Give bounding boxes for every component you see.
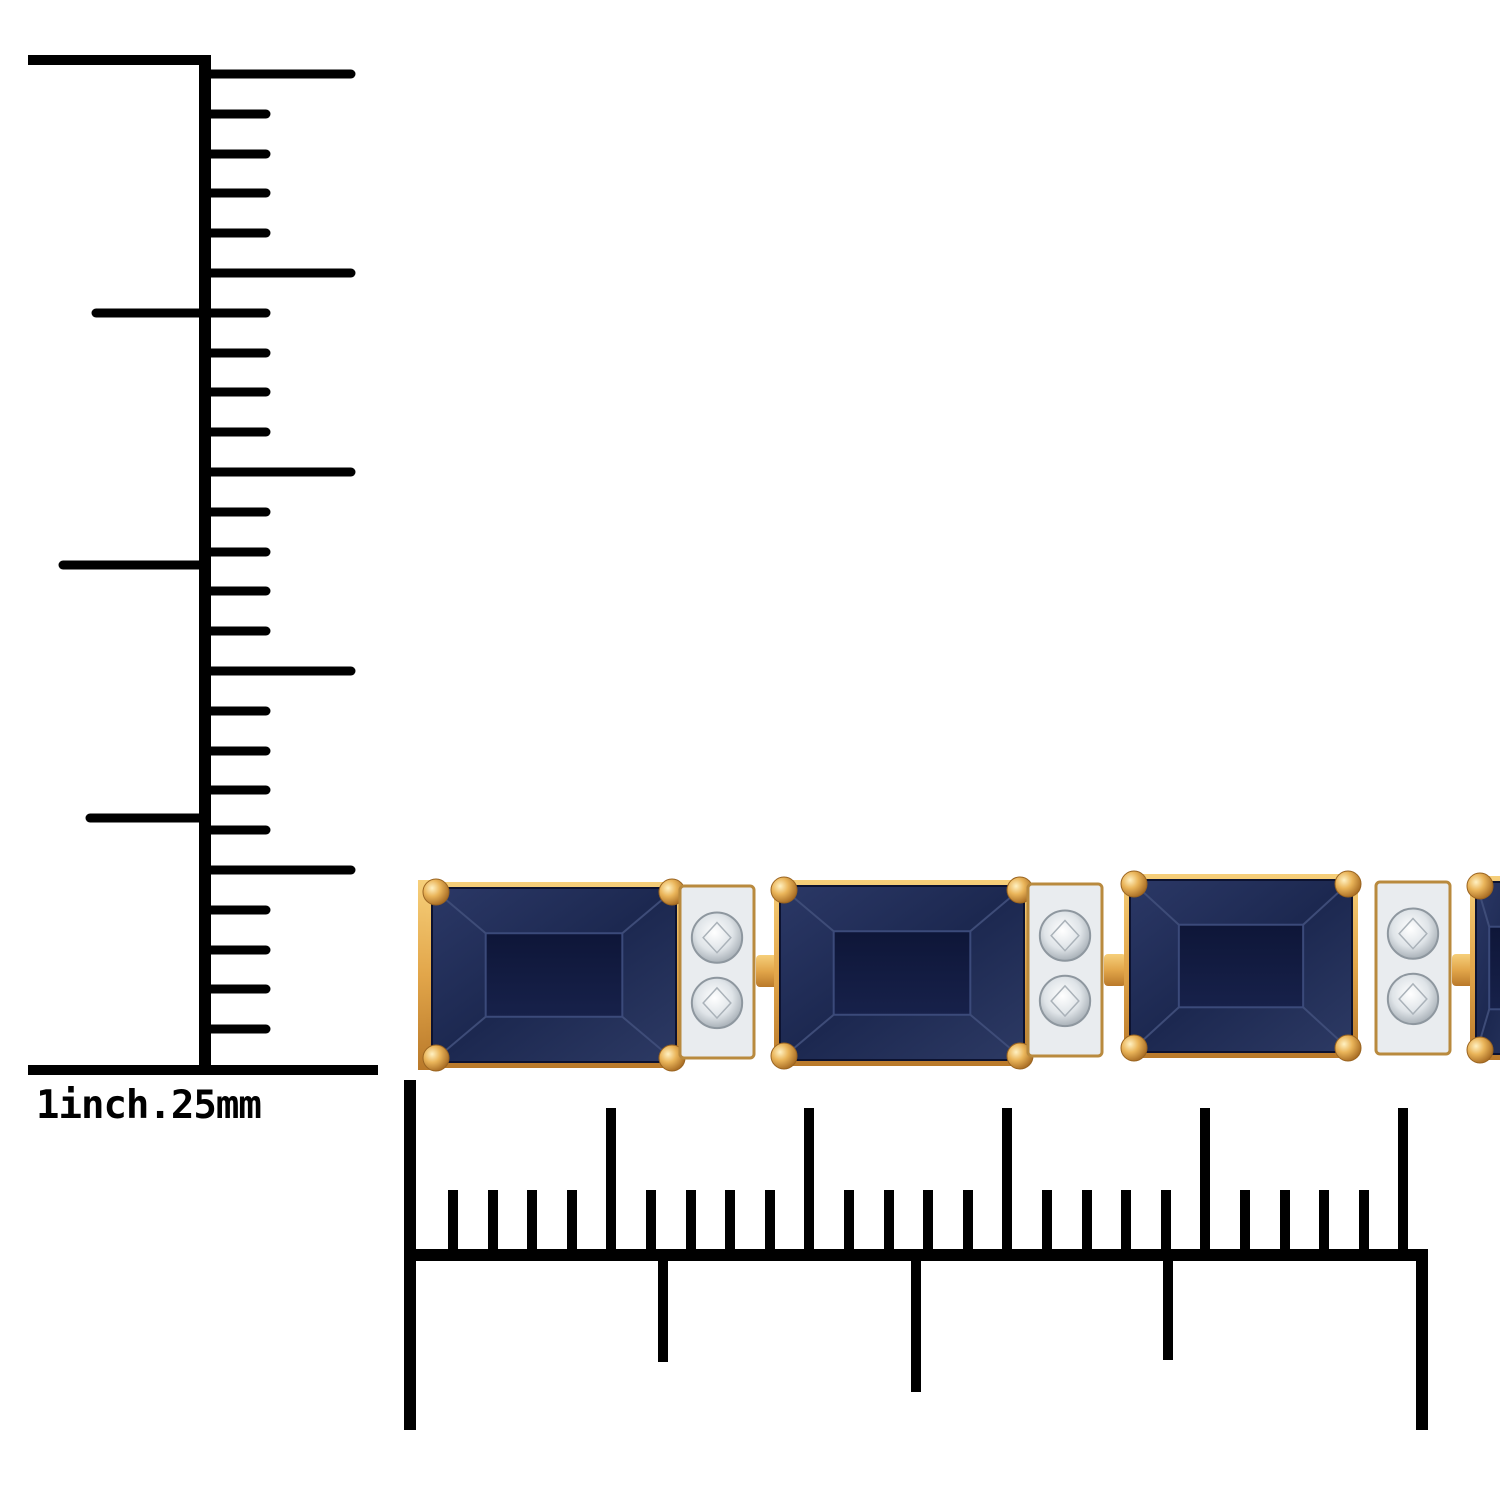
gold-link	[1104, 954, 1126, 986]
sapphire-stone	[774, 880, 1030, 1066]
vertical-ruler-icon	[28, 55, 378, 1075]
diamond-facet	[702, 921, 732, 954]
diamond-facet	[1398, 982, 1428, 1016]
diamond-stone	[1038, 974, 1092, 1028]
diamond-facet	[1050, 984, 1080, 1018]
diamond-stone	[690, 911, 744, 964]
gold-link	[756, 955, 778, 987]
diamond-bar	[678, 884, 756, 1060]
diamond-facet	[1050, 919, 1080, 952]
diamond-bar	[1026, 882, 1104, 1058]
bracelet-icon	[418, 870, 1500, 1072]
horizontal-ruler-icon	[404, 1080, 1428, 1430]
gold-prong	[422, 878, 450, 906]
gold-prong	[770, 1042, 798, 1070]
gold-prong	[1466, 872, 1494, 900]
gold-prong	[1334, 870, 1362, 898]
gold-prong	[770, 876, 798, 904]
gold-prong	[422, 1044, 450, 1072]
scale-label: 1inch.25mm	[36, 1083, 262, 1128]
gold-prong	[1120, 1034, 1148, 1062]
sapphire-table	[484, 932, 624, 1018]
gold-prong	[1334, 1034, 1362, 1062]
sapphire-table	[1177, 923, 1305, 1009]
gold-prong	[1466, 1036, 1494, 1064]
gold-prong	[1120, 870, 1148, 898]
diamond-stone	[690, 976, 744, 1030]
diamond-stone	[1386, 907, 1440, 960]
sapphire-table	[832, 930, 972, 1016]
gold-link	[1452, 954, 1474, 986]
sapphire-table	[1488, 925, 1500, 1011]
sapphire-stone	[426, 882, 682, 1068]
diamond-stone	[1038, 909, 1092, 962]
sapphire-stone	[1124, 874, 1358, 1058]
diamond-bar	[1374, 880, 1452, 1056]
diamond-facet	[702, 986, 732, 1020]
sapphire-stone	[1470, 876, 1500, 1060]
diamond-facet	[1398, 917, 1428, 950]
diamond-stone	[1386, 972, 1440, 1026]
